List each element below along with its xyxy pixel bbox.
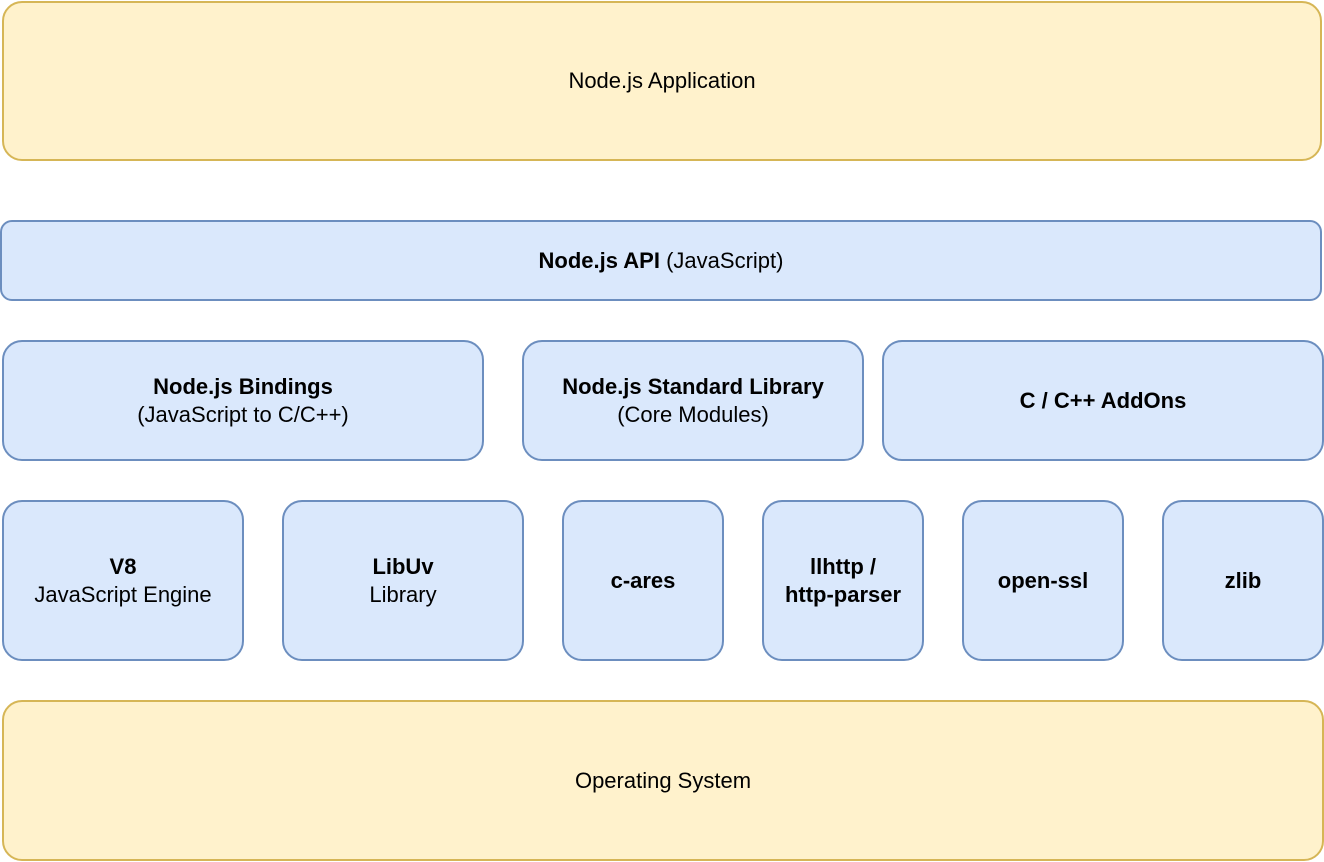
v8-title: V8 — [109, 553, 137, 579]
libuv-subtitle: Library — [369, 581, 437, 607]
llhttp-line2: http-parser — [784, 581, 902, 607]
nodejs-api-layer: Node.js API (JavaScript) — [0, 220, 1322, 301]
nodejs-application-layer: Node.js Application — [2, 1, 1322, 161]
c-ares-title: c-ares — [610, 567, 676, 593]
openssl-box: open-ssl — [962, 500, 1124, 661]
libuv-box: LibUv Library — [282, 500, 524, 661]
nodejs-bindings-box: Node.js Bindings (JavaScript to C/C++) — [2, 340, 484, 461]
llhttp-box: llhttp / http-parser — [762, 500, 924, 661]
nodejs-bindings-subtitle: (JavaScript to C/C++) — [137, 401, 349, 427]
operating-system-layer: Operating System — [2, 700, 1324, 861]
nodejs-bindings-title: Node.js Bindings — [153, 373, 333, 399]
nodejs-application-label: Node.js Application — [568, 68, 756, 93]
libuv-title: LibUv — [372, 553, 434, 579]
c-cpp-addons-box: C / C++ AddOns — [882, 340, 1324, 461]
c-ares-box: c-ares — [562, 500, 724, 661]
openssl-title: open-ssl — [997, 567, 1089, 593]
llhttp-line1: llhttp / — [810, 553, 876, 579]
zlib-title: zlib — [1224, 567, 1262, 593]
standard-library-subtitle: (Core Modules) — [617, 401, 769, 427]
operating-system-label: Operating System — [574, 767, 752, 793]
zlib-box: zlib — [1162, 500, 1324, 661]
v8-subtitle: JavaScript Engine — [34, 581, 212, 607]
nodejs-standard-library-box: Node.js Standard Library (Core Modules) — [522, 340, 864, 461]
standard-library-title: Node.js Standard Library — [562, 373, 824, 399]
nodejs-api-title: Node.js API — [538, 247, 660, 273]
nodejs-api-subtitle: (JavaScript) — [666, 247, 784, 273]
v8-box: V8 JavaScript Engine — [2, 500, 244, 661]
addons-title: C / C++ AddOns — [1019, 387, 1187, 413]
